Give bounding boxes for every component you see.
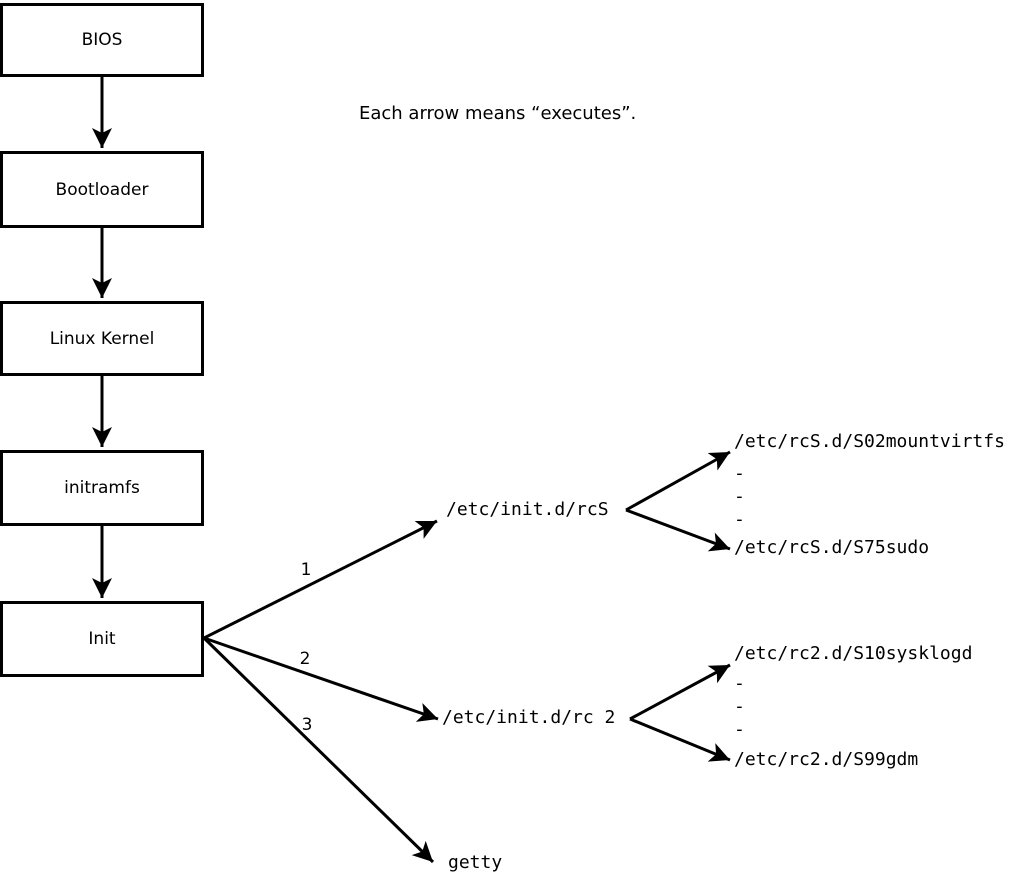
rcS-last-script-label: /etc/rcS.d/S75sudo (734, 537, 930, 558)
arrow-init-to-rc2 (203, 636, 439, 722)
rc2-ellipsis: - - - (734, 672, 745, 741)
arrow-rc2-to-s99 (629, 717, 731, 762)
rc2-path-label: /etc/init.d/rc 2 (442, 707, 616, 728)
rc2-ellipsis-dash: - (734, 719, 745, 740)
linux-kernel-label: Linux Kernel (49, 328, 155, 349)
rcS-first-script-label: /etc/rcS.d/S02mountvirtfs (734, 431, 1005, 452)
arrow-rcS-to-s02 (625, 450, 731, 512)
initramfs-label: initramfs (64, 478, 140, 498)
bios-label: BIOS (81, 30, 123, 50)
rcS-ellipsis-dash: - (734, 463, 745, 484)
bootloader-label: Bootloader (55, 179, 149, 200)
bios-box: BIOS (0, 3, 204, 77)
legend-note: Each arrow means “executes”. (359, 103, 637, 124)
rc2-ellipsis-dash: - (734, 696, 745, 717)
branch-number-3: 3 (301, 715, 313, 735)
arrow-init-to-getty (202, 636, 435, 864)
getty-label: getty (448, 852, 503, 873)
branch-number-2: 2 (299, 649, 311, 669)
bootloader-box: Bootloader (0, 151, 204, 228)
arrow-init-to-rcS (203, 519, 438, 640)
linux-kernel-box: Linux Kernel (0, 301, 204, 376)
initramfs-box: initramfs (0, 450, 204, 526)
rc2-first-script-label: /etc/rc2.d/S10sysklogd (734, 643, 973, 664)
arrow-rcS-to-s75 (625, 508, 731, 552)
rcS-ellipsis: - - - (734, 462, 745, 531)
init-label: Init (88, 629, 116, 649)
arrow-rc2-to-s10 (629, 663, 731, 721)
rcS-ellipsis-dash: - (734, 509, 745, 530)
rc2-last-script-label: /etc/rc2.d/S99gdm (734, 749, 919, 770)
branch-number-1: 1 (300, 560, 312, 580)
rcS-ellipsis-dash: - (734, 486, 745, 507)
init-box: Init (0, 601, 204, 677)
rcS-path-label: /etc/init.d/rcS (446, 499, 609, 520)
rc2-ellipsis-dash: - (734, 673, 745, 694)
